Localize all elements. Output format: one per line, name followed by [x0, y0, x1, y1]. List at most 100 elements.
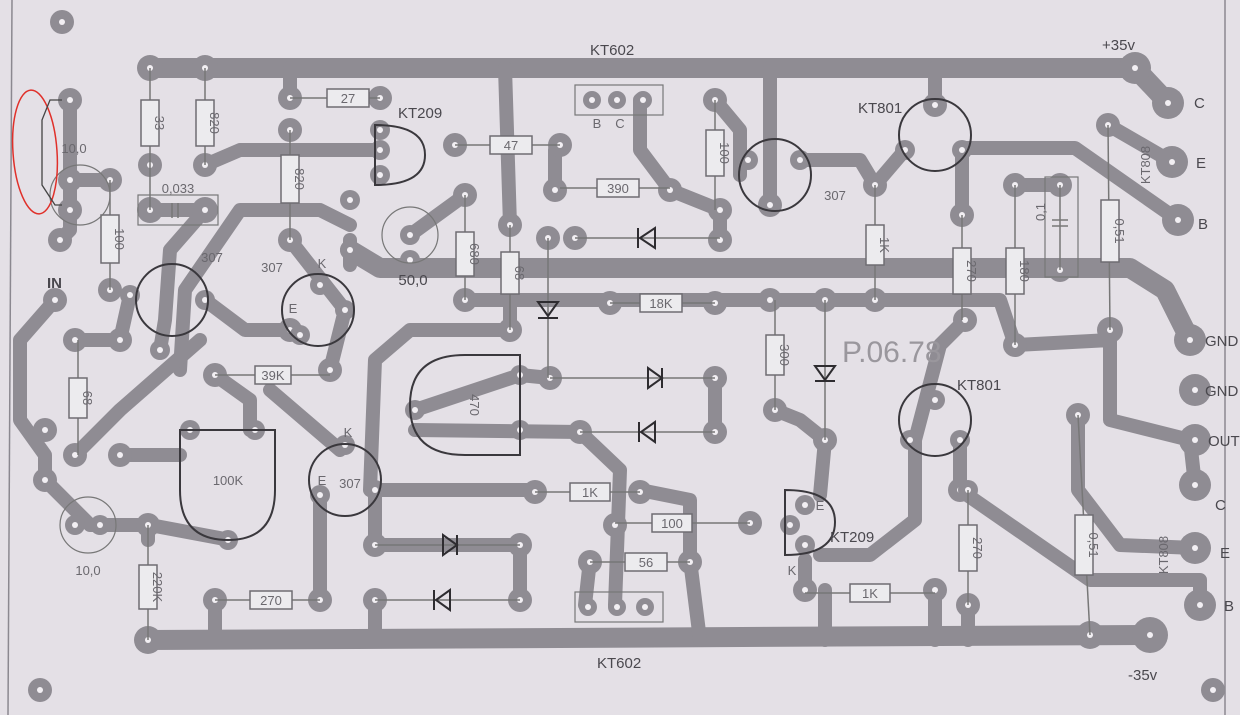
capacitor-10-0-lower: 10,0 [59, 496, 117, 578]
pad-hole [347, 197, 353, 203]
svg-text:E: E [289, 301, 298, 316]
board-code: P.06.78 [842, 336, 942, 369]
pad-hole [957, 437, 963, 443]
svg-text:33: 33 [152, 116, 167, 130]
pad-hole [642, 604, 648, 610]
pad-hole [377, 172, 383, 178]
resistor-270-upper: 270 [952, 215, 979, 320]
capacitor-0-033: 0,033 [137, 181, 219, 226]
pad-hole [614, 97, 620, 103]
diode-3 [580, 420, 715, 444]
svg-text:68: 68 [512, 266, 527, 280]
svg-text:100: 100 [717, 142, 732, 164]
terminal-label-b-top: B [1198, 216, 1208, 233]
pad-hole [614, 604, 620, 610]
transistor-kt209-top [374, 123, 427, 187]
svg-text:680: 680 [467, 243, 482, 265]
trimmer-100k: 100K [179, 429, 276, 542]
pad-hole [932, 587, 938, 593]
terminal-label-c-top: C [1194, 95, 1205, 112]
resistor-68-upper: 68 [500, 225, 527, 330]
capacitor-0-1: 0,1 [1033, 176, 1079, 278]
pad-hole [802, 502, 808, 508]
terminal-label-out: OUT [1208, 433, 1240, 450]
pad-hole [585, 604, 591, 610]
resistor-390: 390 [560, 178, 670, 198]
resistor-820-mid: 820 [280, 130, 307, 240]
pad-hole [377, 147, 383, 153]
transistor-kt602-bottom [574, 591, 664, 623]
diode-1 [575, 226, 720, 250]
pad-hole [907, 437, 913, 443]
svg-text:390: 390 [607, 181, 629, 196]
pad-hole [157, 347, 163, 353]
resistor-1k-mid: 1K [535, 482, 640, 502]
pad-hole [57, 237, 63, 243]
silkscreen-labels: KT602 KT602 +35v -35v IN KT209 KT209 KT8… [47, 37, 1240, 684]
pad-hole [1192, 482, 1198, 488]
kt209-emitter-pin: EK [788, 498, 825, 578]
capacitor-10-0-input: 10,0 [49, 141, 111, 226]
svg-text:1K: 1K [582, 485, 598, 500]
component-outlines: 27 47 390 18K 39K 1K 100 56 270 1K 33 82… [49, 68, 1127, 640]
capacitor-50-0: 50,0 [381, 206, 439, 289]
pad-hole [72, 337, 78, 343]
resistor-1k-bottom: 1K [805, 583, 935, 603]
svg-text:68: 68 [80, 391, 95, 405]
pad-hole [412, 407, 418, 413]
svg-text:300: 300 [777, 344, 792, 366]
svg-text:K: K [788, 563, 797, 578]
svg-text:E: E [816, 498, 825, 513]
resistor-270-bottom: 270 [215, 590, 320, 610]
trimmer-470: 470 [408, 354, 521, 456]
svg-text:50,0: 50,0 [398, 272, 427, 289]
svg-text:1K: 1K [862, 586, 878, 601]
svg-text:1K: 1K [877, 237, 892, 253]
svg-text:B: B [593, 116, 602, 131]
terminal-label-c-bottom: C [1215, 497, 1226, 514]
svg-text:100K: 100K [213, 473, 244, 488]
terminal-label-gnd-2: GND [1205, 383, 1239, 400]
pad-hole [72, 452, 78, 458]
board-edge-left [7, 0, 13, 715]
svg-text:100: 100 [112, 228, 127, 250]
svg-text:220K: 220K [150, 572, 165, 603]
svg-text:820: 820 [292, 168, 307, 190]
pad-hole [67, 97, 73, 103]
terminal-label-e-top: E [1196, 155, 1206, 172]
transistor-307-b: 307 [135, 250, 223, 337]
pad-hole [1192, 545, 1198, 551]
terminal-label-e-bottom: E [1220, 545, 1230, 562]
diode-5 [375, 588, 520, 612]
svg-text:18K: 18K [649, 296, 672, 311]
pad-hole [802, 542, 808, 548]
svg-text:10,0: 10,0 [75, 563, 100, 578]
resistor-270-lower: 270 [958, 490, 985, 605]
pad-hole [802, 587, 808, 593]
pad-hole [962, 317, 968, 323]
resistor-68-lower: 68 [68, 340, 95, 455]
label-plus-35v: +35v [1102, 37, 1135, 54]
svg-text:307: 307 [261, 260, 283, 275]
pad-hole [932, 102, 938, 108]
svg-text:0,51: 0,51 [1086, 532, 1101, 557]
transistor-kt209-bottom [784, 488, 837, 557]
svg-text:C: C [615, 116, 624, 131]
label-kt602-bottom: KT602 [597, 655, 641, 672]
pad-hole [59, 19, 65, 25]
pad-hole [72, 522, 78, 528]
pad-hole [42, 427, 48, 433]
terminal-label-b-bottom: B [1224, 598, 1234, 615]
resistor-56: 56 [590, 552, 690, 572]
svg-text:270: 270 [964, 260, 979, 282]
pad-hole [1175, 217, 1181, 223]
red-annotation-circle [11, 89, 59, 215]
pad-hole [342, 307, 348, 313]
pad-hole [1147, 632, 1153, 638]
transistor-kt801-bottom [898, 383, 972, 457]
pad-hole [1197, 602, 1203, 608]
pad-hole [202, 297, 208, 303]
label-in: IN [47, 275, 62, 292]
